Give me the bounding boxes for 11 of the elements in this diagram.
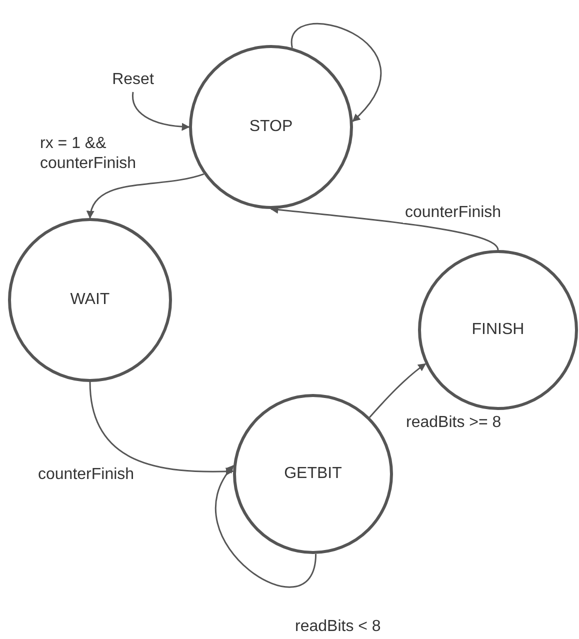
state-name: WAIT xyxy=(70,291,110,309)
state-name: STOP xyxy=(249,118,293,136)
arrow xyxy=(369,363,426,418)
state-name: FINISH xyxy=(472,321,524,339)
state-name: GETBIT xyxy=(284,465,342,483)
start-label: Reset xyxy=(112,71,154,89)
arrow xyxy=(215,464,317,588)
arrow xyxy=(132,92,190,131)
arrow xyxy=(87,173,204,219)
arrow xyxy=(89,382,234,476)
arrow xyxy=(291,23,382,122)
